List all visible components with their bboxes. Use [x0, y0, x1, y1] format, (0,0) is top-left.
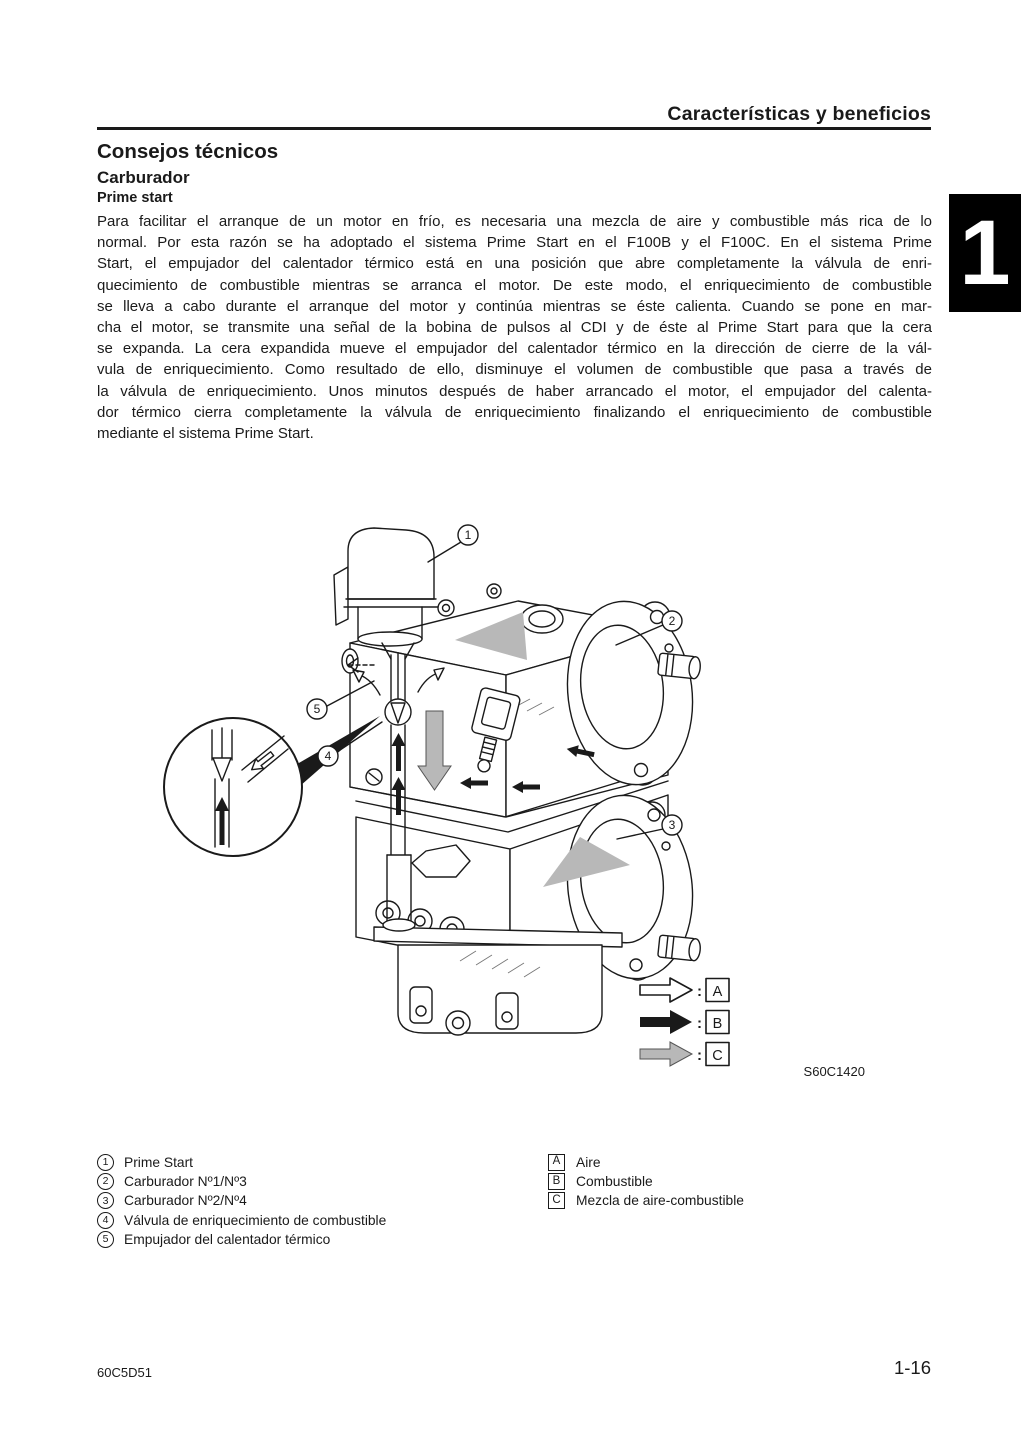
boxed-letter-icon: A: [548, 1153, 565, 1171]
paragraph-line: Start, el empujador del calentador térmi…: [97, 255, 932, 273]
svg-text:4: 4: [325, 749, 332, 763]
parts-list-item: 3 Carburador Nº2/Nº4: [97, 1192, 386, 1210]
mixture-flow-arrows: [417, 612, 630, 887]
paragraph-line: la válvula de enriquecimiento. Unos minu…: [97, 382, 932, 400]
paragraph-line: quecimiento de combustible mientras se a…: [97, 276, 932, 294]
flow-legend-row-air: : A: [639, 977, 730, 1003]
paragraph-line: cha el motor, se transmite una señal de …: [97, 319, 932, 337]
enrichment-valve-assembly: [347, 642, 445, 932]
mixture-beam-upper: [455, 612, 527, 660]
circled-number-icon: 1: [97, 1153, 114, 1171]
magnifier-circle: [163, 717, 303, 857]
flow-label: Aire: [576, 1154, 601, 1170]
footer-doc-code: 60C5D51: [97, 1365, 152, 1380]
fuel-up-arrow-icon: [391, 733, 406, 771]
flow-label-item: B Combustible: [548, 1172, 744, 1190]
parts-list-item: 1 Prime Start: [97, 1153, 386, 1171]
flow-label-item: A Aire: [548, 1153, 744, 1171]
svg-text:C: C: [712, 1048, 722, 1064]
carburetor-flange-upper: [566, 600, 701, 786]
parts-list-item: 2 Carburador Nº1/Nº3: [97, 1172, 386, 1190]
chapter-tab: 1: [949, 194, 1021, 312]
fuel-left-arrow-icon: [512, 781, 540, 793]
subsection-title: Carburador: [97, 168, 190, 187]
fuel-detail-arrow-icon: [215, 797, 229, 845]
page-header: Características y beneficios: [667, 103, 931, 125]
flow-legend-row-mixture: : C: [639, 1041, 730, 1067]
mixture-beam-lower: [543, 837, 630, 887]
callout-1: 1: [427, 524, 479, 563]
circled-number-icon: 3: [97, 1192, 114, 1210]
footer-page-number: 1-16: [893, 1357, 931, 1378]
linkage-bracket: [471, 687, 521, 773]
svg-text::: :: [697, 1015, 702, 1032]
header-rule: [97, 127, 931, 130]
air-arrow-icon: [639, 977, 693, 1003]
fuel-arrow-icon: [640, 1010, 692, 1034]
circled-number-icon: 5: [97, 1231, 114, 1249]
part-label: Empujador del calentador térmico: [124, 1232, 331, 1248]
svg-text:5: 5: [314, 702, 321, 716]
paragraph-line: se expanda. La cera expandida mueve el e…: [97, 340, 932, 358]
prime-start-cap: [333, 527, 439, 647]
boxed-letter-icon: B: [548, 1172, 565, 1190]
circled-number-icon: 2: [97, 1172, 114, 1190]
parts-list: 1 Prime Start 2 Carburador Nº1/Nº3 3 Car…: [97, 1153, 387, 1251]
flow-label: Combustible: [576, 1173, 653, 1189]
paragraph-line: se lleva a cabo durante el arranque del …: [97, 297, 932, 315]
part-label: Carburador Nº1/Nº3: [124, 1173, 247, 1189]
svg-text:2: 2: [669, 614, 676, 628]
svg-text:A: A: [713, 984, 723, 1000]
heading3-title: Prime start: [97, 190, 173, 206]
paragraph-line: mediante el sistema Prime Start.: [97, 425, 314, 443]
carburetor-diagram: 1 2 3 4 5: [163, 524, 865, 1079]
fuel-left-arrow-icon: [460, 777, 488, 789]
figure-code: S60C1420: [804, 1064, 865, 1079]
float-bowl: [373, 698, 623, 1036]
fuel-channel-arrows: [460, 745, 595, 793]
magnifier-detail: [163, 716, 380, 857]
flow-label-item: C Mezcla de aire-combustible: [548, 1192, 744, 1210]
air-detail-arrow-icon: [250, 751, 275, 771]
part-label: Válvula de enriquecimiento de combustibl…: [124, 1212, 387, 1228]
paragraph-line: dor térmico cierra completamente la válv…: [97, 403, 932, 421]
flow-labels-list: A Aire B Combustible C Mezcla de aire-co…: [548, 1153, 744, 1212]
paragraph-line: normal. Por esta razón se ha adoptado el…: [97, 234, 932, 252]
fuel-left-arrow-icon: [566, 745, 595, 758]
paragraph-line: vula de enriquecimiento. Como resultado …: [97, 361, 932, 379]
circled-number-icon: 4: [97, 1211, 114, 1229]
parts-list-item: 5 Empujador del calentador térmico: [97, 1231, 386, 1249]
svg-text::: :: [697, 1047, 702, 1064]
parts-list-item: 4 Válvula de enriquecimiento de combusti…: [97, 1211, 387, 1229]
chapter-number: 1: [959, 202, 1011, 304]
fuel-up-arrow-icon: [391, 777, 406, 815]
svg-text:B: B: [713, 1016, 723, 1032]
callout-5: 5: [306, 680, 375, 720]
svg-text:1: 1: [465, 528, 472, 542]
gray-down-arrow-icon: [417, 710, 452, 791]
boxed-letter-icon: C: [548, 1192, 565, 1210]
flow-legend-row-fuel: : B: [640, 1009, 730, 1035]
callout-3: 3: [616, 814, 683, 840]
body-paragraph: Para facilitar el arranque de un motor e…: [97, 211, 932, 444]
callout-4: 4: [317, 721, 383, 767]
svg-text:3: 3: [669, 818, 676, 832]
callout-2: 2: [615, 610, 683, 646]
paragraph-line: Para facilitar el arranque de un motor e…: [97, 213, 932, 230]
figure-callouts: 1 2 3 4 5: [306, 524, 683, 840]
part-label: Prime Start: [124, 1154, 193, 1170]
flow-legend: : A : B : C: [639, 977, 730, 1067]
mixture-arrow-icon: [639, 1041, 694, 1067]
part-label: Carburador Nº2/Nº4: [124, 1193, 247, 1209]
svg-text::: :: [697, 983, 702, 1000]
flow-label: Mezcla de aire-combustible: [576, 1193, 744, 1209]
section-title: Consejos técnicos: [97, 140, 279, 163]
